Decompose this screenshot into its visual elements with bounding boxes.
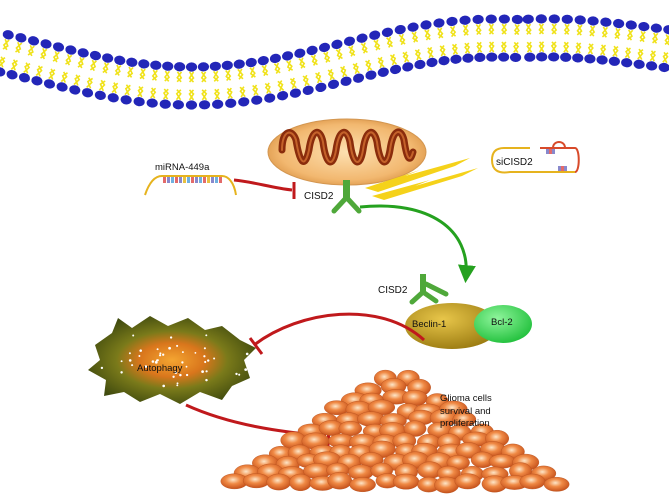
glioma-cell-cluster-icon — [220, 369, 570, 494]
sicisd2-hairpin-icon — [491, 141, 580, 174]
cisd2-receptor-icon — [331, 180, 362, 214]
cisd2-complex-label: CISD2 — [378, 285, 408, 296]
mirna-inhibits-cisd2-arrow — [233, 178, 296, 199]
autophagy-label: Autophagy — [137, 363, 183, 374]
cisd2-activation-arrow — [359, 204, 476, 284]
sirna-signal-streaks — [365, 158, 478, 200]
bcl2-protein — [474, 305, 532, 343]
mitochondrion-icon — [267, 118, 427, 186]
autophagy-cell-icon — [88, 316, 256, 404]
mirna-449a-label: miRNA-449a — [155, 162, 210, 173]
cisd2-mitochondrial-label: CISD2 — [304, 191, 334, 202]
glioma-outcome-label: Glioma cells survival and proliferation — [440, 393, 492, 429]
beclin-inhibits-autophagy-arrow — [248, 312, 426, 355]
cisd2-beclin-receptor-icon — [409, 274, 449, 305]
beclin1-label: Beclin-1 — [412, 319, 447, 330]
bcl2-label: Bcl-2 — [491, 317, 513, 328]
sicisd2-label: siCISD2 — [496, 157, 533, 168]
beclin1-protein — [405, 303, 499, 349]
mirna-strand-icon — [144, 175, 237, 196]
lipid-bilayer-icon — [0, 14, 669, 110]
